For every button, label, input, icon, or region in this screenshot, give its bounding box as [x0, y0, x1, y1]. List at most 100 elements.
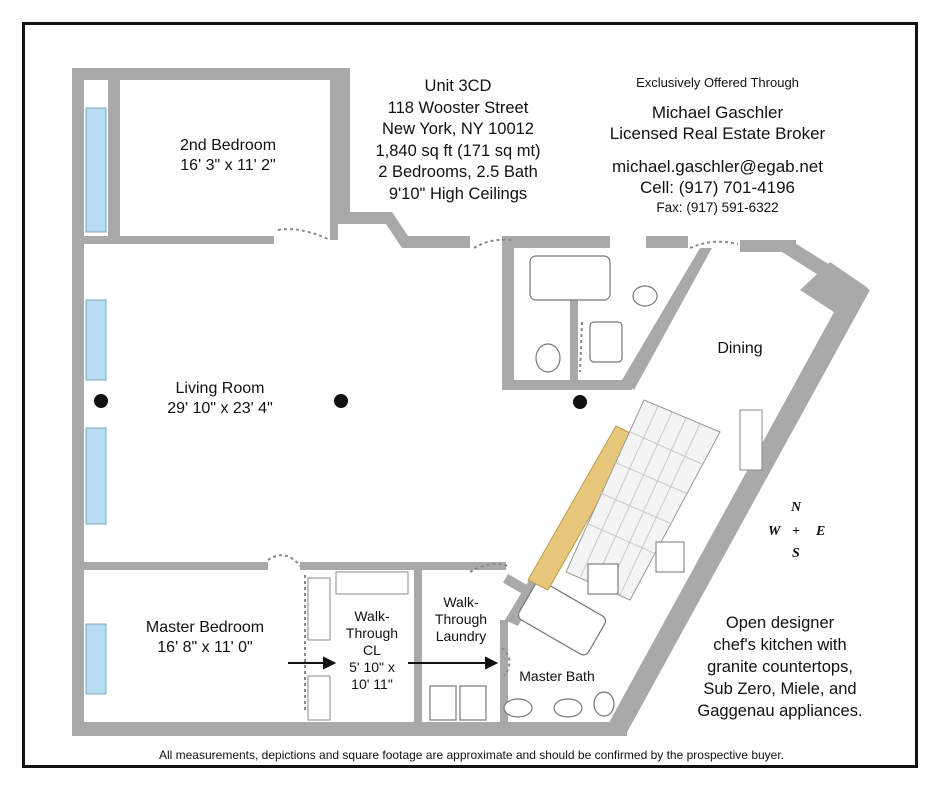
- laundry-east-wall: [500, 620, 508, 722]
- bedroom2-south-wall: [84, 236, 274, 244]
- bath-diagonal-wall: [622, 248, 712, 390]
- kitchen-note-line2: chef's kitchen with: [713, 636, 847, 654]
- laundry-label-line3: Laundry: [435, 628, 487, 644]
- floor-plan-frame: [22, 22, 918, 768]
- compass-east: E: [816, 524, 826, 539]
- closet-label-line5: 10' 11": [351, 676, 393, 692]
- master-bedroom-name: Master Bedroom: [145, 619, 265, 636]
- cooktop: [587, 563, 619, 595]
- west-wall: [72, 68, 84, 736]
- closet-label: Walk- Through CL 5' 10" x 10' 11": [336, 608, 408, 693]
- master-closet-2: [307, 675, 331, 721]
- master-toilet: [593, 691, 615, 717]
- unit-number: Unit 3CD: [424, 77, 492, 95]
- broker-fax: Fax: (917) 591-6322: [656, 200, 779, 215]
- door-bath2: [689, 240, 739, 249]
- disclaimer: All measurements, depictions and square …: [158, 748, 785, 762]
- kitchen-note-line5: Gaggenau appliances.: [697, 702, 863, 720]
- laundry-label-line2: Through: [434, 611, 488, 627]
- column-west: [94, 394, 108, 408]
- fridge: [739, 409, 763, 471]
- master-bath-name: Master Bath: [519, 668, 595, 684]
- bath-fixtures: [429, 255, 658, 721]
- compass-north: N: [791, 500, 802, 515]
- laundry-dryer: [459, 685, 487, 721]
- kitchen-sink: [655, 541, 685, 573]
- column-east: [573, 395, 587, 409]
- master-sink-2: [553, 698, 583, 718]
- door-bath1: [473, 238, 513, 249]
- laundry-washer: [429, 685, 457, 721]
- window-master: [85, 623, 107, 695]
- closet-shelves: [307, 571, 409, 721]
- master-bedroom-label: Master Bedroom 16' 8" x 11' 0": [124, 618, 286, 657]
- street-address: 118 Wooster Street: [387, 98, 529, 117]
- ceiling-height: 9'10" High Ceilings: [388, 184, 528, 203]
- bathtub-master: [517, 580, 607, 656]
- compass-rose: N W + E S: [764, 500, 828, 564]
- kitchen-note-line4: Sub Zero, Miele, and: [703, 680, 857, 698]
- east-diagonal-wall: [605, 240, 870, 736]
- bathtub-1: [529, 255, 611, 301]
- second-bedroom-label: 2nd Bedroom 16' 3" x 11' 2": [148, 136, 308, 175]
- master-closet-1: [307, 577, 331, 641]
- closet-label-line3: CL: [363, 642, 381, 658]
- walls: [72, 68, 870, 736]
- south-wall: [72, 722, 627, 736]
- compass-south: S: [792, 546, 800, 561]
- dining-label: Dining: [700, 339, 780, 359]
- kitchen-description: Open designer chef's kitchen with granit…: [680, 612, 880, 722]
- window-living-2: [85, 427, 107, 525]
- compass-west: W: [768, 524, 781, 539]
- northeast-wall: [740, 240, 796, 252]
- broker-name: Michael Gaschler: [651, 103, 784, 122]
- laundry-label-line1: Walk-: [443, 594, 479, 610]
- walkin-shelf: [335, 571, 409, 595]
- sink-2: [589, 321, 623, 363]
- broker-info: Exclusively Offered Through Michael Gasc…: [585, 74, 850, 217]
- broker-cell[interactable]: Cell: (917) 701-4196: [640, 178, 795, 197]
- arrow-laundry-head: [485, 656, 499, 670]
- windows: [85, 107, 107, 695]
- city-zip: New York, NY 10012: [382, 120, 534, 138]
- broker-title: Licensed Real Estate Broker: [609, 124, 826, 143]
- compass-plus: +: [792, 524, 800, 539]
- closet-north-wall: [300, 562, 506, 570]
- living-room-name: Living Room: [175, 380, 265, 397]
- bath-divider-wall: [570, 290, 578, 382]
- arrow-closet-head: [323, 656, 337, 670]
- room-count: 2 Bedrooms, 2.5 Bath: [378, 163, 538, 181]
- doors: [267, 228, 739, 710]
- north-angled-wall: [338, 212, 470, 248]
- door-laundry: [469, 563, 509, 573]
- bedroom2-west-wall: [108, 78, 120, 238]
- door-bedroom2: [277, 228, 331, 241]
- broker-email[interactable]: michael.gaschler@egab.net: [612, 157, 823, 176]
- door-master-bath: [501, 647, 511, 677]
- master-bath-label: Master Bath: [506, 668, 608, 685]
- laundry-label: Walk- Through Laundry: [424, 594, 498, 645]
- bath2-north-wall: [646, 236, 688, 248]
- northeast-column: [800, 262, 868, 316]
- bedroom2-east-wall: [330, 80, 338, 240]
- north-wall-step: [338, 68, 350, 218]
- closet-east-wall: [414, 570, 422, 722]
- door-master: [267, 554, 301, 567]
- bath1-south-wall: [502, 380, 632, 390]
- columns: [94, 394, 587, 409]
- toilet-2: [632, 285, 658, 307]
- master-sink-1: [503, 698, 533, 718]
- kitchen-tiles: [579, 405, 703, 596]
- second-bedroom-size: 16' 3" x 11' 2": [180, 156, 276, 174]
- kitchen-note-line3: granite countertops,: [707, 658, 853, 676]
- window-bedroom2: [85, 107, 107, 233]
- closet-label-line1: Walk-: [354, 608, 390, 624]
- toilet-1: [535, 343, 561, 373]
- north-wall-left: [72, 68, 350, 80]
- kitchen-floor-grid: [565, 399, 721, 601]
- listing-info: Unit 3CD 118 Wooster Street New York, NY…: [338, 76, 578, 205]
- master-north-wall: [84, 562, 268, 570]
- kitchen-area: [527, 399, 763, 601]
- offered-through: Exclusively Offered Through: [636, 75, 799, 90]
